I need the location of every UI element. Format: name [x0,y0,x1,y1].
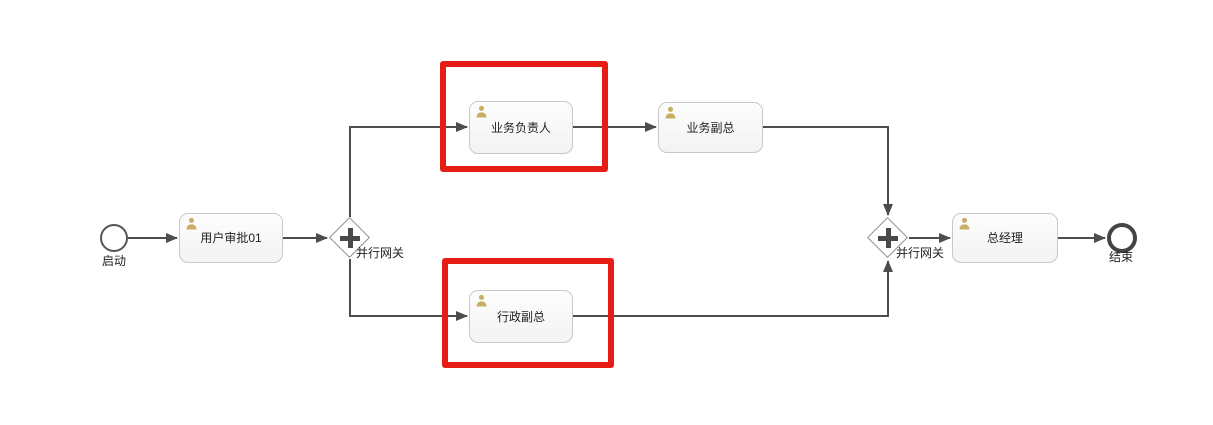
user-icon [186,217,197,230]
task-business-owner[interactable]: 业务负责人 [469,101,573,154]
task-business-vp[interactable]: 业务副总 [658,102,763,153]
user-icon [476,294,487,307]
task-label: 业务负责人 [490,120,551,135]
task-label: 业务副总 [686,120,735,135]
end-event[interactable] [1107,223,1137,253]
user-icon [665,106,676,119]
task-general-manager[interactable]: 总经理 [952,213,1058,263]
task-label: 总经理 [986,231,1023,245]
connector-gateway-split-to-business-owner [349,122,468,217]
gateway-join-label: 并行网关 [896,246,945,260]
connector-admin-vp-to-gateway-join [573,260,893,317]
plus-icon [885,228,891,248]
gateway-parallel-split[interactable] [328,216,371,259]
task-admin-vp[interactable]: 行政副总 [469,290,573,343]
gateway-split-label: 并行网关 [356,246,405,260]
end-event-label: 结束 [1108,250,1133,264]
start-event[interactable] [100,224,128,252]
user-icon [959,217,970,230]
gateway-parallel-join[interactable] [866,216,909,259]
user-icon [476,105,487,118]
connector-business-vp-to-gateway-join [763,126,893,216]
task-user-approval[interactable]: 用户审批01 [179,213,283,263]
task-label: 行政副总 [496,309,545,324]
highlight-box-business-owner [440,61,608,172]
start-event-label: 启动 [101,254,126,268]
connector-gateway-split-to-admin-vp [349,259,468,321]
task-label: 用户审批01 [200,231,262,245]
highlight-box-admin-vp [442,258,614,368]
plus-icon [347,228,353,248]
